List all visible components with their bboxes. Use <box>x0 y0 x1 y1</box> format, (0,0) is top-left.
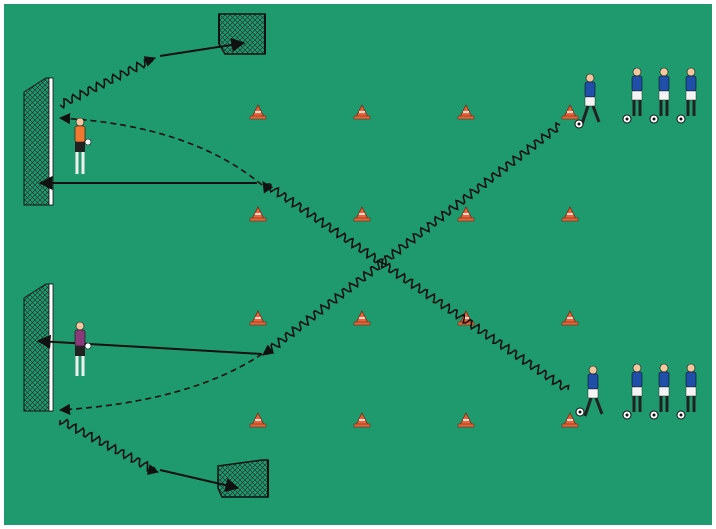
dribble-paths <box>59 56 570 475</box>
dribble-bottom-keeper-to-minigoal <box>59 418 160 475</box>
big-goal-top <box>23 77 54 206</box>
soccer-ball-icon <box>649 410 659 420</box>
soccer-ball-icon <box>649 114 659 124</box>
cone-icon <box>457 104 475 120</box>
mini-goal-bottom <box>217 459 269 498</box>
soccer-ball-icon <box>575 407 585 417</box>
cone-icon <box>561 104 579 120</box>
goalkeeper-top <box>74 117 92 174</box>
cone-icon <box>249 310 267 326</box>
big-goal-bottom <box>23 283 54 412</box>
cone-icon <box>561 412 579 428</box>
dashed-run-bottom <box>58 353 263 415</box>
goalkeeper-bottom <box>74 321 92 376</box>
cone-icon <box>561 310 579 326</box>
player-icon <box>685 363 697 412</box>
mini-goal-top <box>218 13 266 55</box>
pass-to-mini-goal-bottom <box>159 469 240 492</box>
cone-icon <box>561 206 579 222</box>
cone-icon <box>353 206 371 222</box>
player-icon <box>658 67 670 116</box>
soccer-ball-icon <box>676 410 686 420</box>
cone-icon <box>353 412 371 428</box>
dribble-top-keeper-to-minigoal <box>59 56 157 109</box>
field-players <box>574 67 697 420</box>
cone-icon <box>249 412 267 428</box>
cone-icon <box>353 310 371 326</box>
player-icon <box>583 365 604 417</box>
cone-icon <box>457 412 475 428</box>
pass-to-mini-goal-top <box>159 38 246 57</box>
cone-icon <box>249 104 267 120</box>
dribble-top-right-to-bottom <box>262 121 561 356</box>
player-icon <box>658 363 670 412</box>
dashed-run-top <box>58 112 263 186</box>
soccer-ball-icon <box>622 114 632 124</box>
soccer-ball-icon <box>622 410 632 420</box>
cone-icon <box>353 104 371 120</box>
dribble-bottom-right-to-top <box>262 181 570 391</box>
player-icon <box>580 73 601 125</box>
soccer-ball-icon <box>574 119 584 129</box>
player-icon <box>631 363 643 412</box>
cones-group <box>249 104 579 428</box>
soccer-ball-icon <box>676 114 686 124</box>
player-icon <box>685 67 697 116</box>
cone-icon <box>457 206 475 222</box>
cone-icon <box>249 206 267 222</box>
player-icon <box>631 67 643 116</box>
